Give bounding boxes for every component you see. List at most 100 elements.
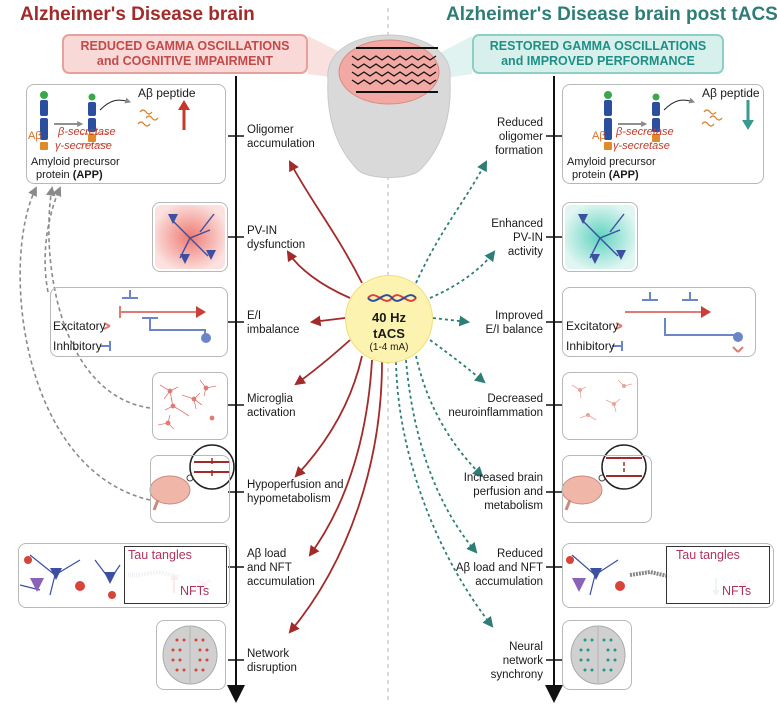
right-label-oligomer: Reduced oligomer formation (495, 116, 543, 158)
right-label-pv-in-3: activity (507, 246, 543, 258)
tacs-frequency: 40 Hz (372, 310, 406, 325)
left-label-pv-in-2: dysfunction (247, 239, 306, 251)
vessel-panel-left (150, 455, 230, 523)
app-diagram-left (40, 91, 190, 150)
right-title: Alzheimer's Disease brain post tACS (446, 4, 777, 25)
tacs-label: tACS (373, 326, 405, 341)
app-label-right-bold: (APP) (608, 169, 639, 181)
right-label-pv-in-2: PV-IN (512, 232, 543, 244)
right-label-ei: Improved E/I balance (485, 309, 543, 337)
tau-box-right (666, 546, 770, 604)
excitatory-label-right: Excitatory (566, 319, 619, 333)
app-label-left-line2: protein (APP) (36, 169, 103, 182)
abeta-peptide-label-right: Aβ peptide (702, 86, 760, 100)
left-label-oligomer: Oligomer accumulation (247, 123, 315, 151)
right-label-perfusion: Increased brain perfusion and metabolism (464, 471, 543, 513)
left-label-pv-in-1: PV-IN (247, 225, 278, 237)
right-label-oligomer-1: Reduced (496, 117, 543, 129)
app-label-left-prefix: protein (36, 169, 73, 181)
right-label-pv-in-1: Enhanced (491, 218, 543, 230)
nfts-label-left: NFTs (180, 584, 210, 598)
left-title: Alzheimer's Disease brain (20, 4, 255, 25)
tacs-current: (1-4 mA) (369, 342, 409, 353)
inhibitory-label-left: Inhibitory (53, 339, 102, 353)
app-diagram-right (604, 91, 754, 150)
vessel-panel-right (562, 455, 652, 523)
tau-panel-left (18, 543, 230, 608)
right-banner-line2: and IMPROVED PERFORMANCE (501, 54, 695, 68)
app-label-left-line1: Amyloid precursor (31, 156, 120, 168)
abeta-label-left: Aβ (28, 130, 42, 142)
right-label-perfusion-1: Increased brain (463, 472, 543, 484)
right-label-ei-2: E/I balance (485, 324, 543, 336)
left-ticks (228, 135, 244, 661)
left-label-network-1: Network (247, 648, 290, 660)
left-label-hypoperfusion-2: hypometabolism (247, 493, 331, 505)
left-label-abeta-load-1: Aβ load (247, 548, 287, 560)
left-banner: REDUCED GAMMA OSCILLATIONS and COGNITIVE… (62, 34, 308, 74)
tau-label-left: Tau tangles (128, 548, 192, 562)
right-banner-line1: RESTORED GAMMA OSCILLATIONS (489, 39, 707, 53)
left-label-ei-1: E/I (247, 310, 262, 322)
left-banner-line1: REDUCED GAMMA OSCILLATIONS (80, 39, 290, 53)
right-label-abeta-load-3: accumulation (475, 576, 543, 588)
ei-synapse-left (100, 290, 211, 351)
ei-panel-left (50, 287, 228, 357)
pv-in-panel-right (562, 202, 638, 272)
app-label-right-prefix: protein (572, 169, 609, 181)
ei-synapse-right (612, 292, 744, 353)
ei-panel-right (562, 287, 756, 357)
right-label-oligomer-3: formation (495, 145, 543, 157)
beta-secretase-right: β-secretase (616, 126, 674, 138)
left-arrows (286, 160, 383, 634)
left-banner-line2: and COGNITIVE IMPAIRMENT (96, 54, 274, 68)
network-brain-left (162, 625, 218, 685)
left-label-oligomer-1: Oligomer (247, 124, 294, 136)
head-illustration (327, 34, 451, 178)
app-label-right-line1: Amyloid precursor (567, 156, 656, 168)
left-label-network: Network disruption (247, 647, 297, 675)
right-label-ei-1: Improved (495, 310, 543, 322)
right-label-network: Neural network synchrony (491, 640, 543, 682)
left-label-pv-in: PV-IN dysfunction (247, 224, 305, 252)
left-label-network-2: disruption (247, 662, 297, 674)
left-label-microglia: Microglia activation (247, 392, 296, 420)
left-label-hypoperfusion-1: Hypoperfusion and (247, 479, 344, 491)
right-label-perfusion-3: metabolism (484, 500, 543, 512)
left-label-abeta-load-2: and NFT (247, 562, 292, 574)
left-label-abeta-load: Aβ load and NFT accumulation (247, 547, 315, 589)
app-panel-left (26, 84, 226, 184)
pv-in-panel-left (152, 202, 228, 272)
abeta-peptide-label-left: Aβ peptide (138, 86, 196, 100)
tau-panel-right (562, 543, 774, 608)
right-label-neuroinflammation-2: neuroinflammation (448, 407, 543, 419)
network-panel-right (562, 620, 632, 690)
right-label-network-2: network (502, 655, 543, 667)
right-label-perfusion-2: perfusion and (473, 486, 543, 498)
left-label-microglia-2: activation (247, 407, 296, 419)
nfts-label-right: NFTs (722, 584, 752, 598)
inhibitory-label-right: Inhibitory (566, 339, 615, 353)
microglia-panel-right (562, 372, 638, 440)
left-label-oligomer-2: accumulation (247, 138, 315, 150)
app-label-right-line2: protein (APP) (572, 169, 639, 182)
abeta-label-right: Aβ (592, 130, 606, 142)
right-label-pv-in: Enhanced PV-IN activity (491, 217, 543, 259)
right-label-oligomer-2: oligomer (498, 131, 543, 143)
right-label-abeta-load-1: Reduced (496, 548, 543, 560)
microglia-panel-left (152, 372, 228, 440)
right-label-abeta-load: Reduced Aβ load and NFT accumulation (456, 547, 543, 589)
left-label-abeta-load-3: accumulation (247, 576, 315, 588)
gamma-secretase-left: γ-secretase (55, 140, 112, 152)
tau-box-left (124, 546, 227, 604)
right-banner: RESTORED GAMMA OSCILLATIONS and IMPROVED… (472, 34, 724, 74)
network-panel-left (156, 620, 226, 690)
microglia-right (571, 379, 633, 421)
tacs-stimulus-circle: 40 Hz tACS (1-4 mA) (345, 275, 433, 363)
pv-in-neuron-left (155, 205, 225, 269)
right-label-neuroinflammation-1: Decreased (487, 393, 543, 405)
left-label-ei: E/I imbalance (247, 309, 299, 337)
left-label-ei-2: imbalance (247, 324, 300, 336)
beta-secretase-left: β-secretase (58, 126, 116, 138)
